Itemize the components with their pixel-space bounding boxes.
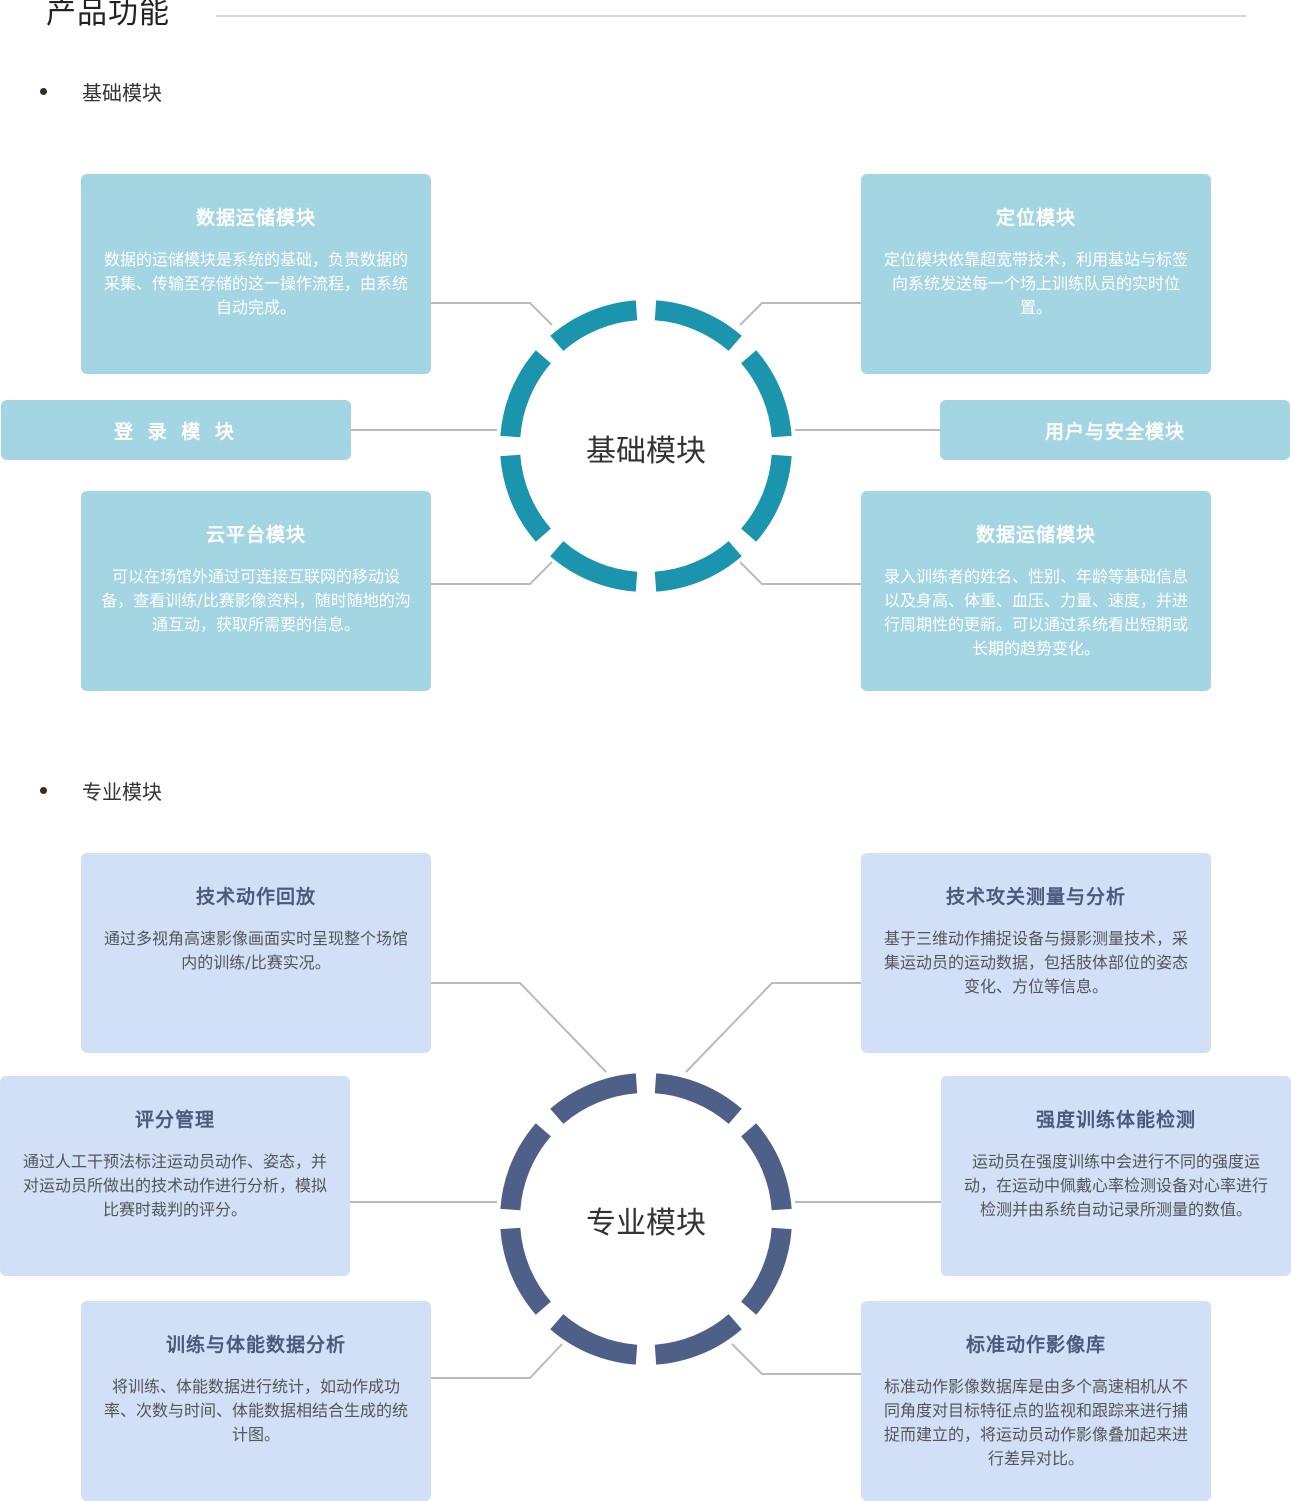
connector-line <box>739 302 861 326</box>
card-description: 数据的运储模块是系统的基础，负责数据的采集、传输至存储的这一操作流程，由系统自动… <box>103 250 408 317</box>
connector-line <box>739 561 861 585</box>
card-title: 云平台模块 <box>205 524 306 546</box>
section-label-pro: 专业模块 <box>82 779 162 804</box>
section-heading-pro: 专业模块 <box>40 775 162 805</box>
connector-line <box>431 302 553 326</box>
section-label-basic: 基础模块 <box>82 80 162 105</box>
title-divider <box>216 15 1246 17</box>
ring-segment <box>500 454 552 542</box>
ring-segment <box>550 1313 638 1365</box>
card-title: 标准动作影像库 <box>965 1334 1106 1356</box>
connector-line <box>431 1343 563 1379</box>
card-description: 标准动作影像数据库是由多个高速相机从不同角度对目标特征点的监视和跟踪来进行捕捉而… <box>883 1377 1188 1468</box>
ring-pro <box>500 1073 792 1365</box>
connector-line <box>685 982 861 1073</box>
connector-line <box>431 561 553 585</box>
card-fitness-analysis: 训练与体能数据分析 将训练、体能数据进行统计，如动作成功率、次数与时间、体能数据… <box>81 1301 431 1501</box>
ring-segment <box>550 1073 638 1125</box>
ring-segment <box>740 1123 792 1211</box>
pill-user-security: 用户与安全模块 <box>940 400 1290 460</box>
ring-segment <box>740 1227 792 1315</box>
card-description: 运动员在强度训练中会进行不同的强度运动，在运动中佩戴心率检测设备对心率进行检测并… <box>963 1152 1268 1219</box>
connector-lines <box>350 302 941 1379</box>
ring-segment <box>740 454 792 542</box>
card-positioning: 定位模块 定位模块依靠超宽带技术，利用基站与标签向系统发送每一个场上训练队员的实… <box>861 174 1211 374</box>
card-data-storage: 数据运储模块 数据的运储模块是系统的基础，负责数据的采集、传输至存储的这一操作流… <box>81 174 431 374</box>
card-description: 定位模块依靠超宽带技术，利用基站与标签向系统发送每一个场上训练队员的实时位置。 <box>883 250 1188 317</box>
bullet-icon <box>40 786 47 794</box>
ring-segment <box>500 1123 552 1211</box>
card-replay: 技术动作回放 通过多视角高速影像画面实时呈现整个场馆内的训练/比赛实况。 <box>81 853 431 1053</box>
card-description: 通过多视角高速影像画面实时呈现整个场馆内的训练/比赛实况。 <box>103 929 408 972</box>
card-scoring: 评分管理 通过人工干预法标注运动员动作、姿态，并对运动员所做出的技术动作进行分析… <box>0 1076 350 1276</box>
connector-line <box>431 982 607 1073</box>
card-data-entry: 数据运储模块 录入训练者的姓名、性别、年龄等基础信息以及身高、体重、血压、力量、… <box>861 491 1211 691</box>
connector-line <box>731 1343 861 1375</box>
card-intensity: 强度训练体能检测 运动员在强度训练中会进行不同的强度运动，在运动中佩戴心率检测设… <box>941 1076 1291 1276</box>
card-title: 技术攻关测量与分析 <box>945 886 1126 908</box>
pill-login: 登 录 模 块 <box>1 400 351 460</box>
pill-label: 用户与安全模块 <box>1044 420 1185 443</box>
ring-basic <box>500 300 792 592</box>
ring-segment <box>550 540 638 592</box>
page-title: 产品功能 <box>46 0 170 31</box>
pill-label: 登 录 模 块 <box>114 420 238 443</box>
card-title: 技术动作回放 <box>195 886 316 908</box>
card-description: 可以在场馆外通过可连接互联网的移动设备，查看训练/比赛影像资料，随时随地的沟通互… <box>101 567 411 634</box>
card-cloud: 云平台模块 可以在场馆外通过可连接互联网的移动设备，查看训练/比赛影像资料，随时… <box>81 491 431 691</box>
hub-label-basic: 基础模块 <box>586 434 706 469</box>
card-title: 数据运储模块 <box>195 207 316 229</box>
card-title: 训练与体能数据分析 <box>165 1334 346 1356</box>
ring-segment <box>654 540 742 592</box>
card-tech-measure: 技术攻关测量与分析 基于三维动作捕捉设备与摄影测量技术，采集运动员的运动数据，包… <box>861 853 1211 1053</box>
card-description: 录入训练者的姓名、性别、年龄等基础信息以及身高、体重、血压、力量、速度，并进行周… <box>883 567 1188 658</box>
ring-segment <box>740 350 792 438</box>
card-description: 将训练、体能数据进行统计，如动作成功率、次数与时间、体能数据相结合生成的统计图。 <box>103 1377 408 1444</box>
ring-segment <box>500 1227 552 1315</box>
ring-segment <box>654 300 742 352</box>
card-motion-library: 标准动作影像库 标准动作影像数据库是由多个高速相机从不同角度对目标特征点的监视和… <box>861 1301 1211 1501</box>
card-title: 数据运储模块 <box>975 524 1096 546</box>
card-title: 评分管理 <box>134 1109 215 1131</box>
card-title: 定位模块 <box>995 207 1076 229</box>
section-heading-basic: 基础模块 <box>40 76 162 106</box>
ring-segment <box>500 350 552 438</box>
ring-segment <box>654 1073 742 1125</box>
card-title: 强度训练体能检测 <box>1035 1109 1196 1131</box>
card-description: 通过人工干预法标注运动员动作、姿态，并对运动员所做出的技术动作进行分析，模拟比赛… <box>22 1152 327 1219</box>
card-description: 基于三维动作捕捉设备与摄影测量技术，采集运动员的运动数据，包括肢体部位的姿态变化… <box>883 929 1188 996</box>
bullet-icon <box>40 87 47 95</box>
hub-label-pro: 专业模块 <box>586 1206 706 1241</box>
ring-segment <box>550 300 638 352</box>
ring-segment <box>654 1313 742 1365</box>
